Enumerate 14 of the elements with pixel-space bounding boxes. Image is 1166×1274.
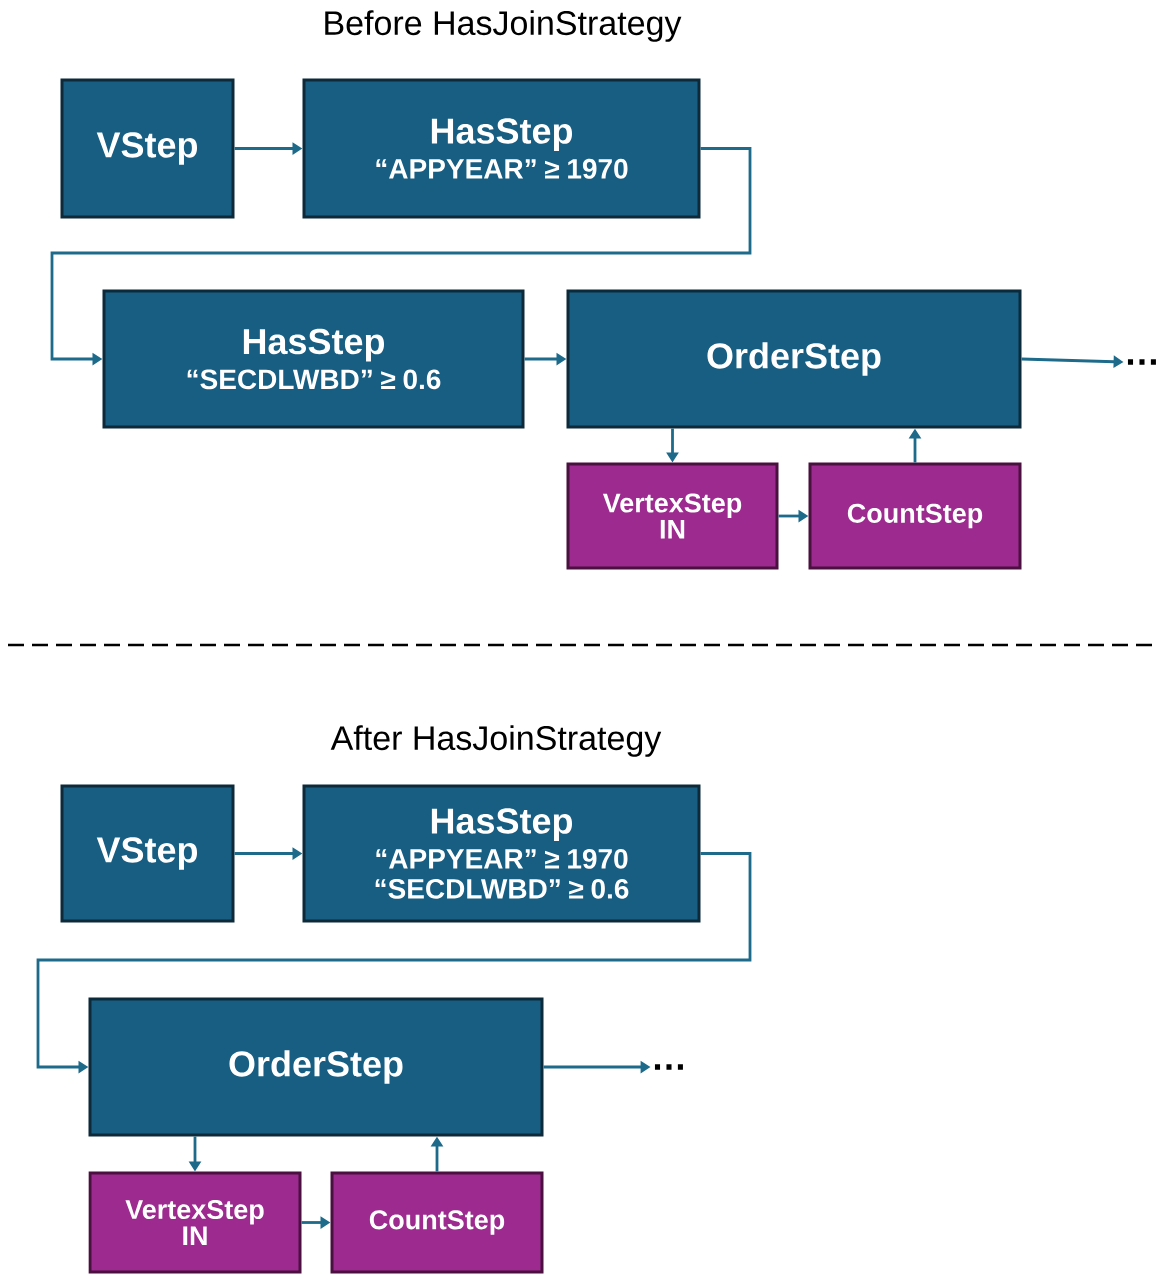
process-box: OrderStep (566, 289, 1022, 429)
process-box: VStep (60, 78, 235, 219)
ellipsis-text: … (654, 1064, 683, 1070)
sub-step-box: CountStep (330, 1171, 544, 1274)
ellipsis-text: … (1127, 359, 1156, 365)
sub-step-box: VertexStep IN (566, 462, 779, 570)
heading: Before HasJoinStrategy (325, 10, 682, 42)
process-box: HasStep “SECDLWBD” ≥ 0.6 (102, 289, 525, 429)
sub-step-box: VertexStep IN (88, 1171, 302, 1274)
process-box: HasStep “APPYEAR” ≥ 1970 “SECDLWBD” ≥ 0.6 (302, 784, 701, 923)
process-box: OrderStep (88, 997, 544, 1137)
process-box: HasStep “APPYEAR” ≥ 1970 (302, 78, 701, 219)
process-box: VStep (60, 784, 235, 923)
sub-step-box: CountStep (808, 462, 1022, 570)
